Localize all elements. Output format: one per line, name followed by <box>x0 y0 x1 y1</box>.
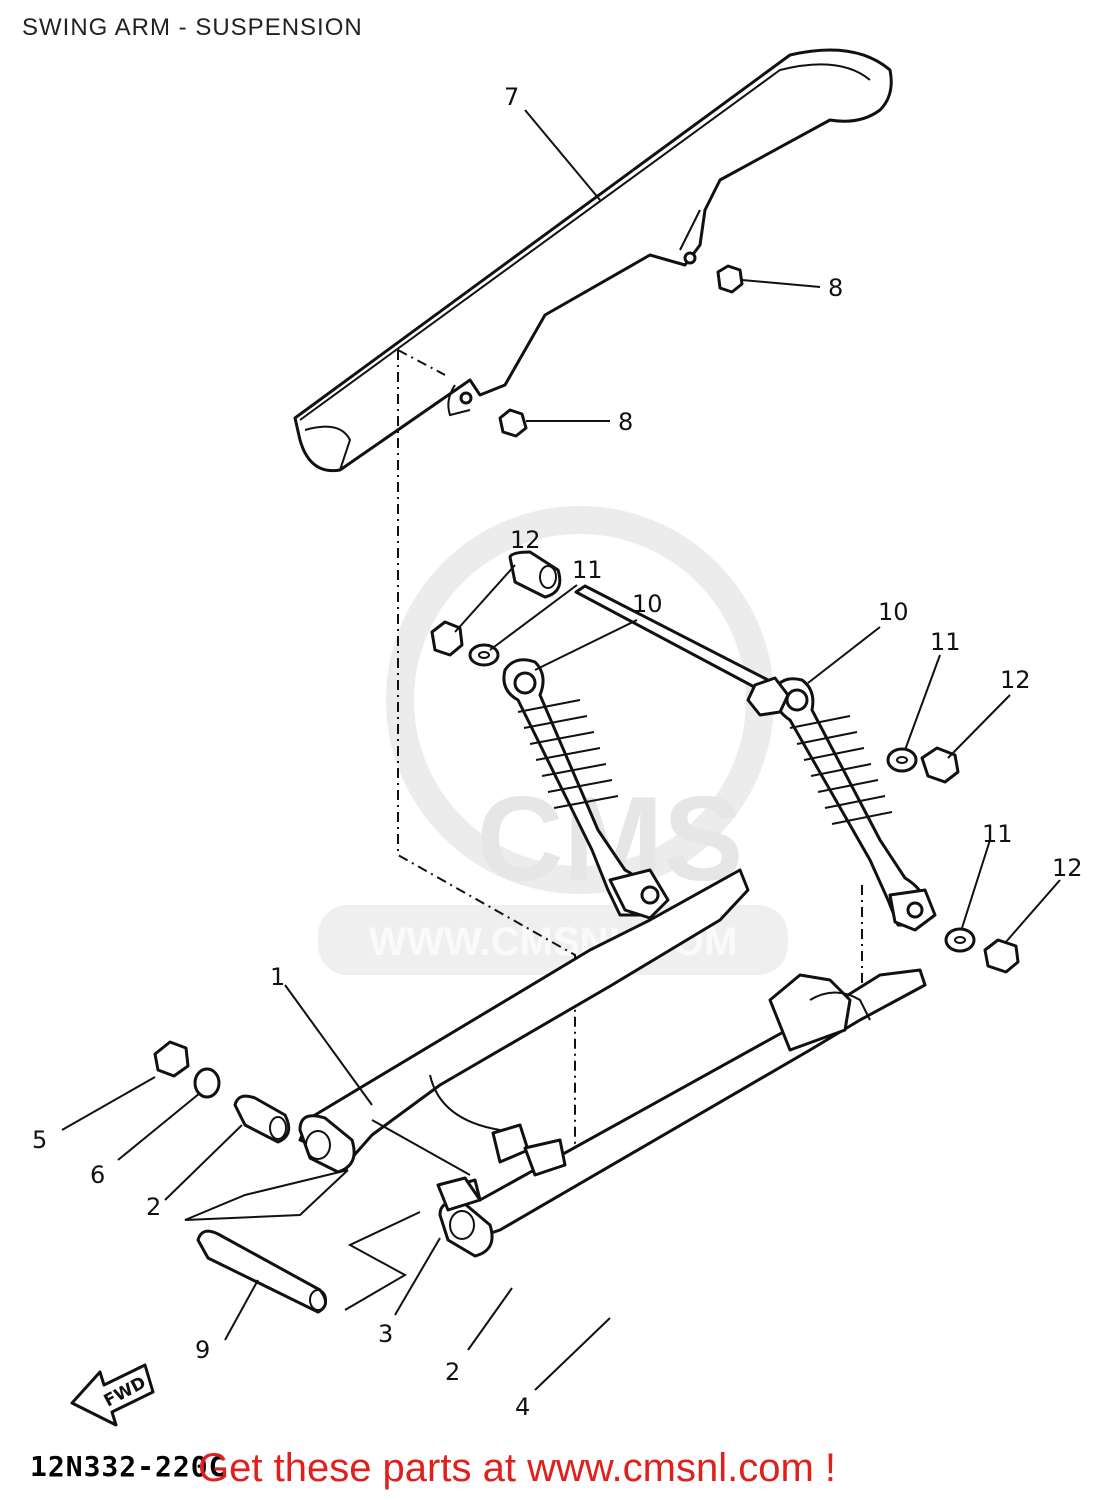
callout-8-upper: 8 <box>828 274 843 302</box>
callout-12-left: 12 <box>510 526 541 554</box>
callout-4: 4 <box>515 1393 530 1421</box>
callout-12-right-lower: 12 <box>1052 854 1083 882</box>
callout-10-right: 10 <box>878 598 909 626</box>
callout-2-lower: 2 <box>445 1358 460 1386</box>
callout-3: 3 <box>378 1320 393 1348</box>
nut-part-12-right-lower <box>983 938 1020 974</box>
pivot-boss-right <box>436 1176 494 1258</box>
callout-12-right-upper: 12 <box>1000 666 1031 694</box>
shop-link-banner[interactable]: Get these parts at www.cmsnl.com ! <box>198 1446 836 1490</box>
pivot-boss-left <box>298 1114 356 1174</box>
callout-10-left: 10 <box>632 590 663 618</box>
callout-11-right-lower: 11 <box>982 820 1013 848</box>
callout-11-right-upper: 11 <box>930 628 961 656</box>
forward-direction-arrow: FWD <box>70 1363 155 1427</box>
nut-part-5 <box>153 1040 190 1078</box>
collar-part-9 <box>196 1229 327 1314</box>
bolt-part-8-lower <box>498 408 610 438</box>
pivot-shaft-part-4 <box>574 584 790 717</box>
shock-absorber-part-10-left <box>502 658 670 920</box>
swing-arm-part-1 <box>298 868 927 1242</box>
washer-part-11-right-upper <box>886 747 918 773</box>
callout-7: 7 <box>504 83 519 111</box>
bushing-part-2-lower <box>508 550 562 599</box>
leader-lines <box>61 109 1061 1391</box>
callout-1: 1 <box>270 963 285 991</box>
callout-5: 5 <box>32 1126 47 1154</box>
callout-2-upper: 2 <box>146 1193 161 1221</box>
shock-absorber-part-10-right <box>773 677 937 932</box>
callout-11-left: 11 <box>572 556 603 584</box>
drawing-code: 12N332-220C <box>30 1450 227 1483</box>
washer-part-11-right-lower <box>944 927 976 953</box>
washer-part-6 <box>193 1067 221 1099</box>
callout-labels: 7 8 8 12 11 10 10 11 12 11 12 1 5 6 2 9 … <box>32 83 1083 1421</box>
grouping-brackets <box>184 1169 421 1311</box>
bushing-part-2-upper <box>233 1094 291 1144</box>
nut-part-12-left <box>430 620 464 657</box>
callout-9: 9 <box>195 1336 210 1364</box>
bolt-part-8-upper <box>716 264 821 294</box>
page-title: SWING ARM - SUSPENSION <box>22 14 363 41</box>
callout-6: 6 <box>90 1161 105 1189</box>
callout-8-lower: 8 <box>618 408 633 436</box>
chain-case-part-7 <box>293 48 893 473</box>
